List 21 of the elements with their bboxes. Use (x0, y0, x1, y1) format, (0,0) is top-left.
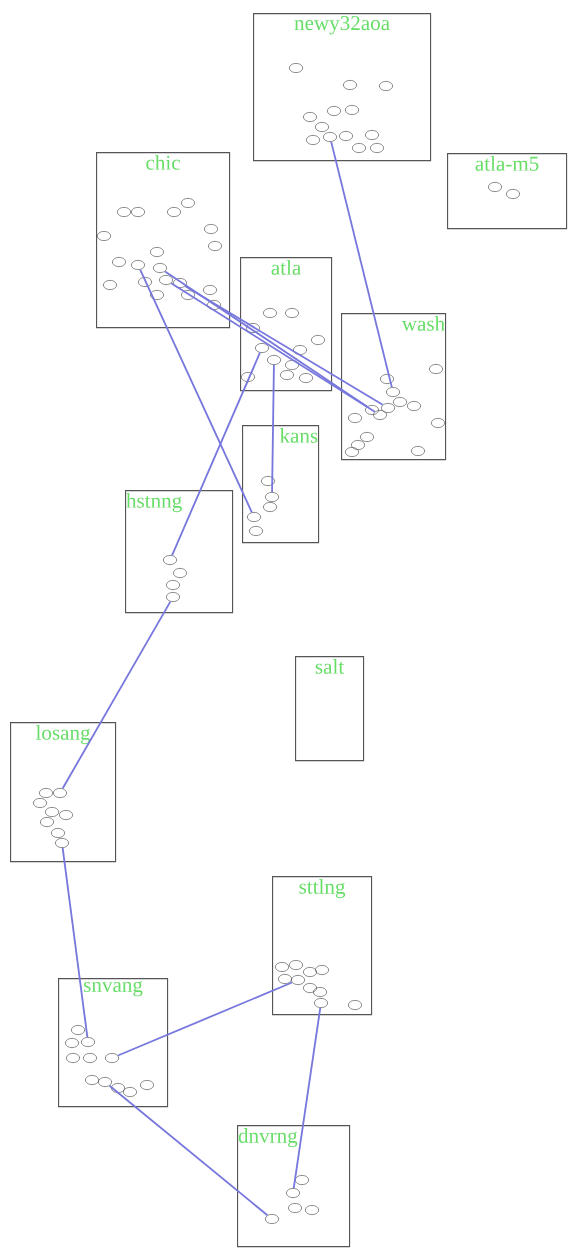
link-line (292, 1007, 322, 1189)
site-box: dnvrng (237, 1125, 351, 1248)
site-box: salt (295, 656, 365, 762)
link-line (61, 847, 89, 1038)
site-box: snvang (58, 978, 169, 1108)
site-box: chic (96, 152, 231, 329)
link-line (271, 364, 275, 493)
link-line (170, 282, 376, 413)
site-box: newy32aoa (253, 13, 432, 162)
site-box: wash (341, 313, 447, 461)
site-box: losang (10, 722, 117, 863)
site-box: hstnng (125, 490, 234, 614)
site-box: atla-m5 (447, 153, 568, 230)
site-box: atla (240, 257, 333, 392)
site-box: kans (242, 425, 320, 544)
link-line (184, 285, 384, 406)
site-box: sttlng (272, 876, 373, 1016)
link-line (330, 140, 393, 389)
link-line (108, 1084, 269, 1217)
link-line (139, 268, 253, 514)
link-line (171, 351, 261, 557)
